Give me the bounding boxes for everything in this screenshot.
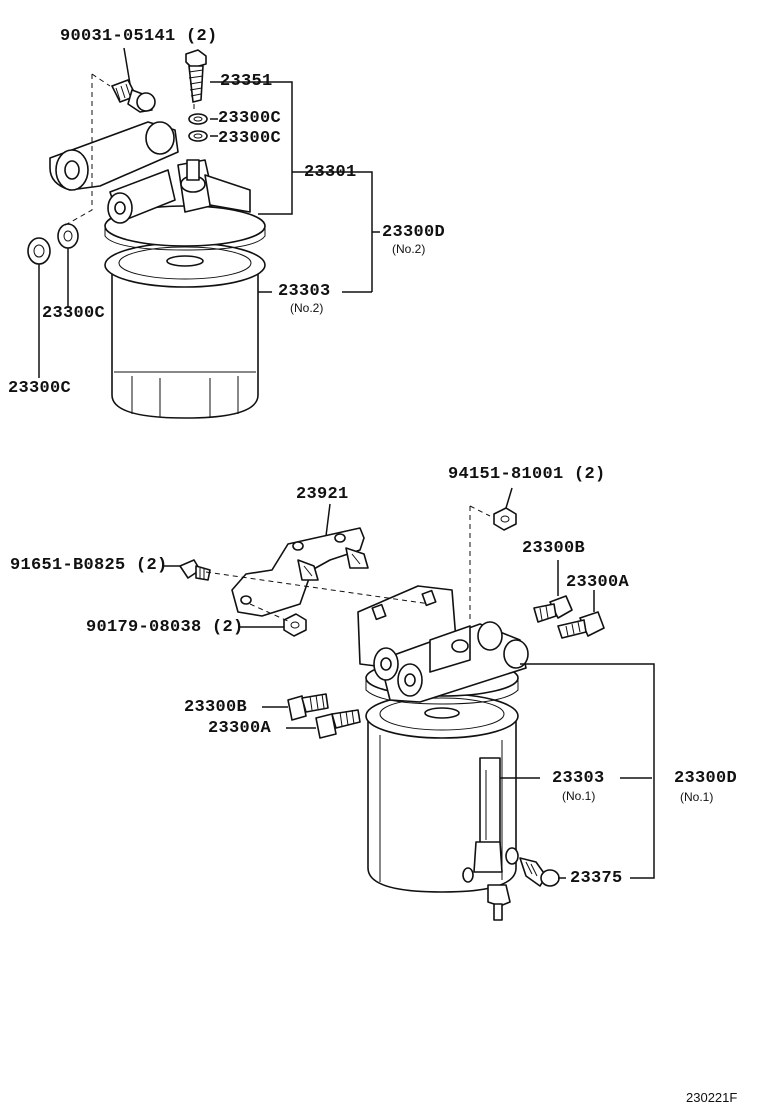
label-23301: 23301 bbox=[304, 163, 357, 182]
label-23921: 23921 bbox=[296, 485, 349, 504]
figure-id: 230221F bbox=[686, 1090, 738, 1105]
label-23300a-right: 23300A bbox=[566, 573, 630, 592]
bolt-90031 bbox=[111, 79, 156, 113]
bottom-filter-assembly bbox=[164, 487, 655, 921]
washer-23300c-1 bbox=[188, 113, 208, 125]
bolt-23300b-left bbox=[287, 693, 329, 721]
nut-94151 bbox=[493, 507, 517, 531]
drain-valve bbox=[462, 841, 560, 921]
label-23300b-right: 23300B bbox=[522, 539, 586, 558]
label-23300d-no1-sub: (No.1) bbox=[680, 790, 714, 804]
bolt-23300a-right bbox=[557, 611, 605, 639]
bolt-23300a-left bbox=[315, 709, 361, 739]
filter-head-no1 bbox=[357, 585, 529, 705]
label-94151: 94151-81001 (2) bbox=[448, 465, 606, 484]
label-23300d-no2-sub: (No.2) bbox=[392, 242, 426, 256]
top-filter-assembly bbox=[27, 47, 380, 419]
washer-23300c-3 bbox=[27, 237, 51, 265]
label-23300c-3: 23300C bbox=[42, 304, 106, 323]
label-23300c-1: 23300C bbox=[218, 109, 282, 128]
label-23303-no1: 23303 bbox=[552, 769, 605, 788]
bolt-23351 bbox=[185, 49, 207, 103]
label-23300d-no1: 23300D bbox=[674, 769, 738, 788]
bolt-23300b-right bbox=[533, 595, 573, 623]
nut-90179 bbox=[283, 613, 307, 637]
label-23303-no1-sub: (No.1) bbox=[562, 789, 596, 803]
bolt-91651 bbox=[179, 559, 211, 581]
label-23300d-no2: 23300D bbox=[382, 223, 446, 242]
label-23300a-left: 23300A bbox=[208, 719, 272, 738]
filter-canister-no2 bbox=[104, 242, 266, 419]
label-23300b-left: 23300B bbox=[184, 698, 248, 717]
label-23351: 23351 bbox=[220, 72, 273, 91]
label-bolt-90031: 90031-05141 (2) bbox=[60, 27, 218, 46]
washer-23300c-2 bbox=[188, 130, 208, 142]
label-23303-no2: 23303 bbox=[278, 282, 331, 301]
label-23375: 23375 bbox=[570, 869, 623, 888]
label-23300c-2: 23300C bbox=[218, 129, 282, 148]
label-90179: 90179-08038 (2) bbox=[86, 618, 244, 637]
label-23300c-4: 23300C bbox=[8, 379, 72, 398]
bracket-23921 bbox=[231, 527, 369, 617]
label-23303-no2-sub: (No.2) bbox=[290, 301, 324, 315]
label-91651: 91651-B0825 (2) bbox=[10, 556, 168, 575]
filter-head-23301 bbox=[49, 121, 266, 251]
